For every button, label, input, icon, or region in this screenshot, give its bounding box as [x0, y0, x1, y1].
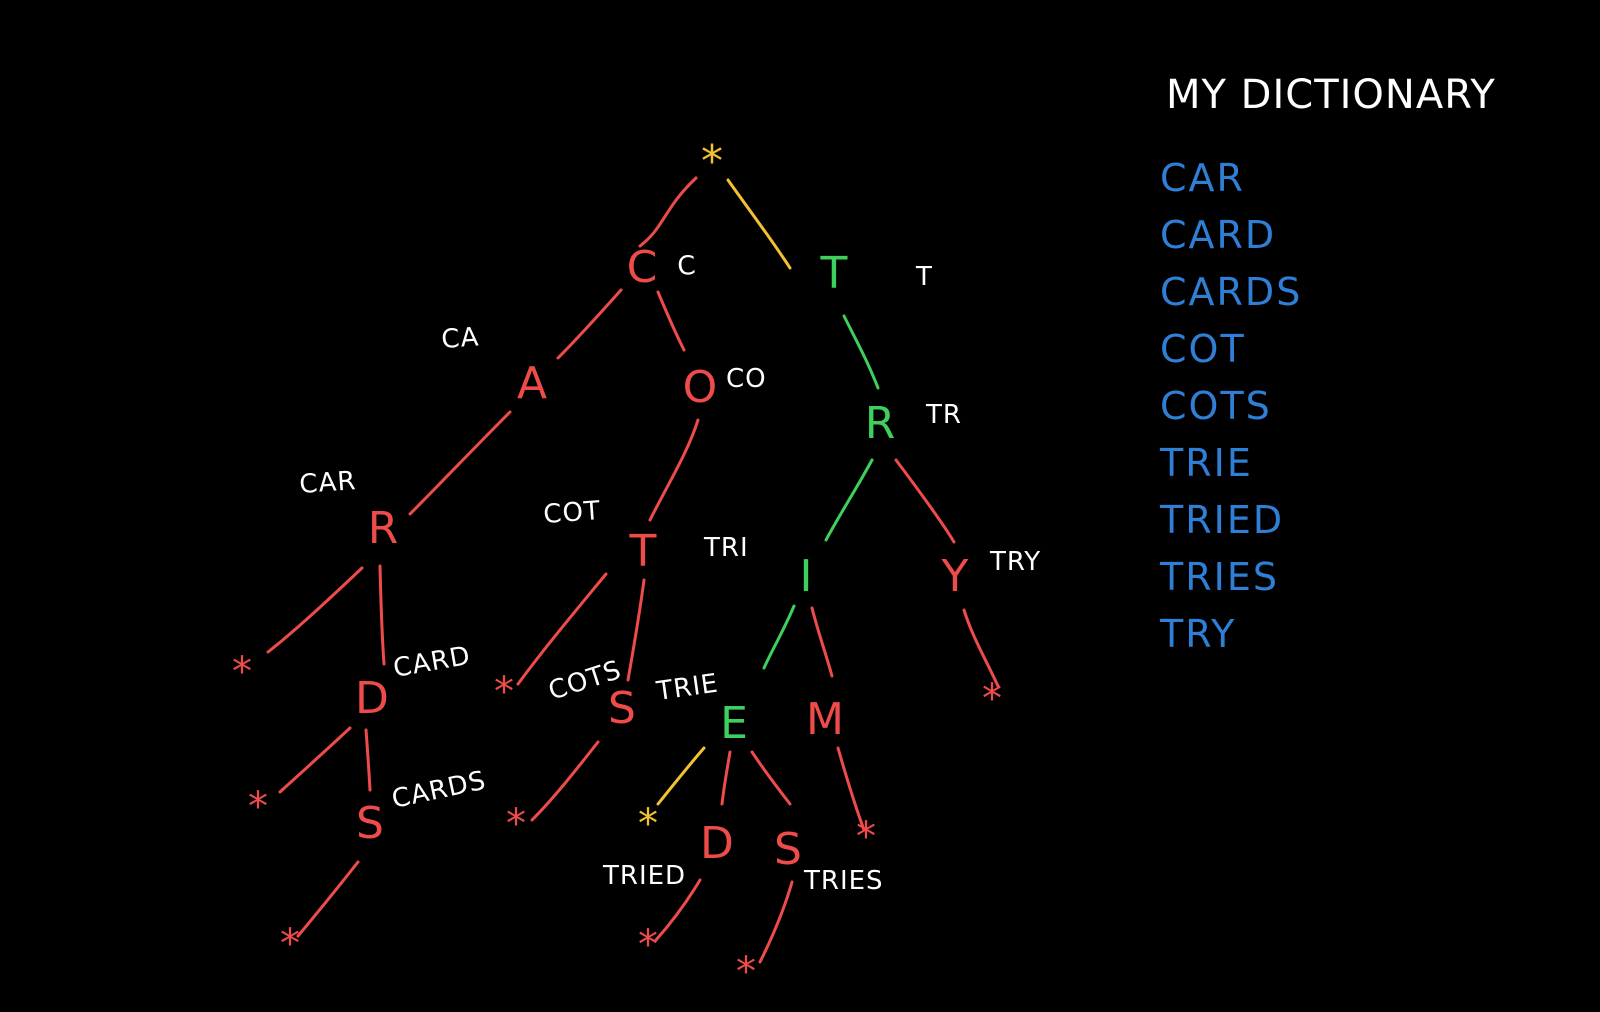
node-tried: D: [700, 818, 734, 869]
trie-end-markers: * * * * * * * * * *: [232, 649, 1002, 995]
prefix-label-tried: TRIED: [602, 861, 686, 891]
edge-trim-end: [836, 746, 866, 832]
node-try: Y: [941, 551, 969, 602]
prefix-label-tr: TR: [925, 400, 962, 430]
node-t: T: [820, 248, 848, 299]
edge-cot-cots: [626, 578, 646, 682]
edge-trie-tries: [750, 750, 792, 806]
prefix-label-tri: TRI: [703, 533, 749, 563]
end-tries-marker: *: [736, 949, 756, 995]
node-tri: I: [800, 551, 813, 602]
dictionary-word: TRIES: [1160, 555, 1279, 599]
node-ca: A: [517, 358, 547, 409]
node-co: O: [683, 362, 718, 413]
prefix-label-tries: TRIES: [803, 866, 884, 896]
dictionary-word-list: CAR CARD CARDS COT COTS TRIE TRIED TRIES TRY: [1160, 150, 1302, 663]
edge-trie-end: [656, 746, 706, 806]
end-cots-marker: *: [506, 801, 526, 847]
edge-card-cards: [364, 728, 372, 792]
node-card: D: [355, 673, 389, 724]
dictionary-word: CAR: [1160, 156, 1245, 200]
edge-tried-end: [654, 878, 702, 942]
node-cot: T: [629, 526, 657, 577]
edge-c-co: [656, 290, 686, 352]
edge-try-end: [962, 608, 1000, 688]
end-cot-marker: *: [494, 669, 514, 715]
node-cards: S: [356, 798, 384, 849]
edge-c-ca: [556, 288, 623, 360]
dictionary-word: COTS: [1160, 384, 1272, 428]
prefix-label-t: T: [915, 262, 933, 292]
dictionary-word: CARDS: [1160, 270, 1303, 314]
dictionary-word: CARD: [1160, 213, 1277, 257]
node-tries: S: [774, 824, 802, 875]
edge-tries-end: [758, 880, 794, 964]
edge-tri-trie: [762, 604, 796, 670]
edge-t-tr: [842, 314, 880, 390]
node-trim: M: [806, 694, 844, 745]
prefix-label-c: C: [676, 251, 697, 282]
node-tr: R: [865, 398, 896, 449]
end-car-marker: *: [232, 649, 252, 695]
edge-cot-end: [516, 572, 608, 686]
end-try-marker: *: [982, 676, 1002, 722]
end-card-marker: *: [248, 784, 268, 830]
prefix-label-car: CAR: [298, 466, 357, 500]
edge-tr-tri: [824, 458, 874, 542]
edge-root-t: [726, 178, 792, 270]
edge-root-c: [638, 176, 698, 248]
dictionary-word: COT: [1160, 327, 1246, 371]
prefix-label-cards: CARDS: [389, 766, 489, 815]
node-c: C: [627, 242, 658, 293]
edge-co-cot: [648, 418, 700, 522]
dictionary-word: TRIED: [1160, 498, 1285, 542]
node-trie: E: [720, 698, 748, 749]
prefix-label-try: TRY: [989, 547, 1041, 577]
end-trie-marker: *: [638, 801, 658, 847]
prefix-label-ca: CA: [440, 322, 480, 355]
edge-car-card: [378, 564, 386, 666]
edge-cots-end: [530, 740, 600, 822]
edge-trie-tried: [720, 750, 732, 806]
edge-cards-end: [296, 860, 360, 938]
edge-card-end: [278, 726, 352, 794]
dictionary-word: TRY: [1160, 612, 1237, 656]
end-trim-marker: *: [856, 814, 876, 860]
prefix-label-card: CARD: [391, 641, 473, 684]
edge-ca-car: [408, 410, 512, 516]
node-cots: S: [608, 683, 636, 734]
edge-tri-trim: [810, 606, 834, 678]
end-cards-marker: *: [280, 921, 300, 967]
edge-car-end: [266, 566, 364, 654]
root-node: *: [701, 136, 723, 187]
edge-tr-try: [894, 458, 956, 544]
dictionary-title: MY DICTIONARY: [1166, 72, 1496, 118]
dictionary-word: TRIE: [1160, 441, 1253, 485]
prefix-label-trie: TRIE: [654, 669, 721, 707]
prefix-label-co: CO: [726, 364, 767, 394]
trie-edges: [266, 176, 1000, 964]
prefix-label-cot: COT: [542, 496, 601, 530]
end-tried-marker: *: [638, 922, 658, 968]
node-car: R: [368, 503, 399, 554]
